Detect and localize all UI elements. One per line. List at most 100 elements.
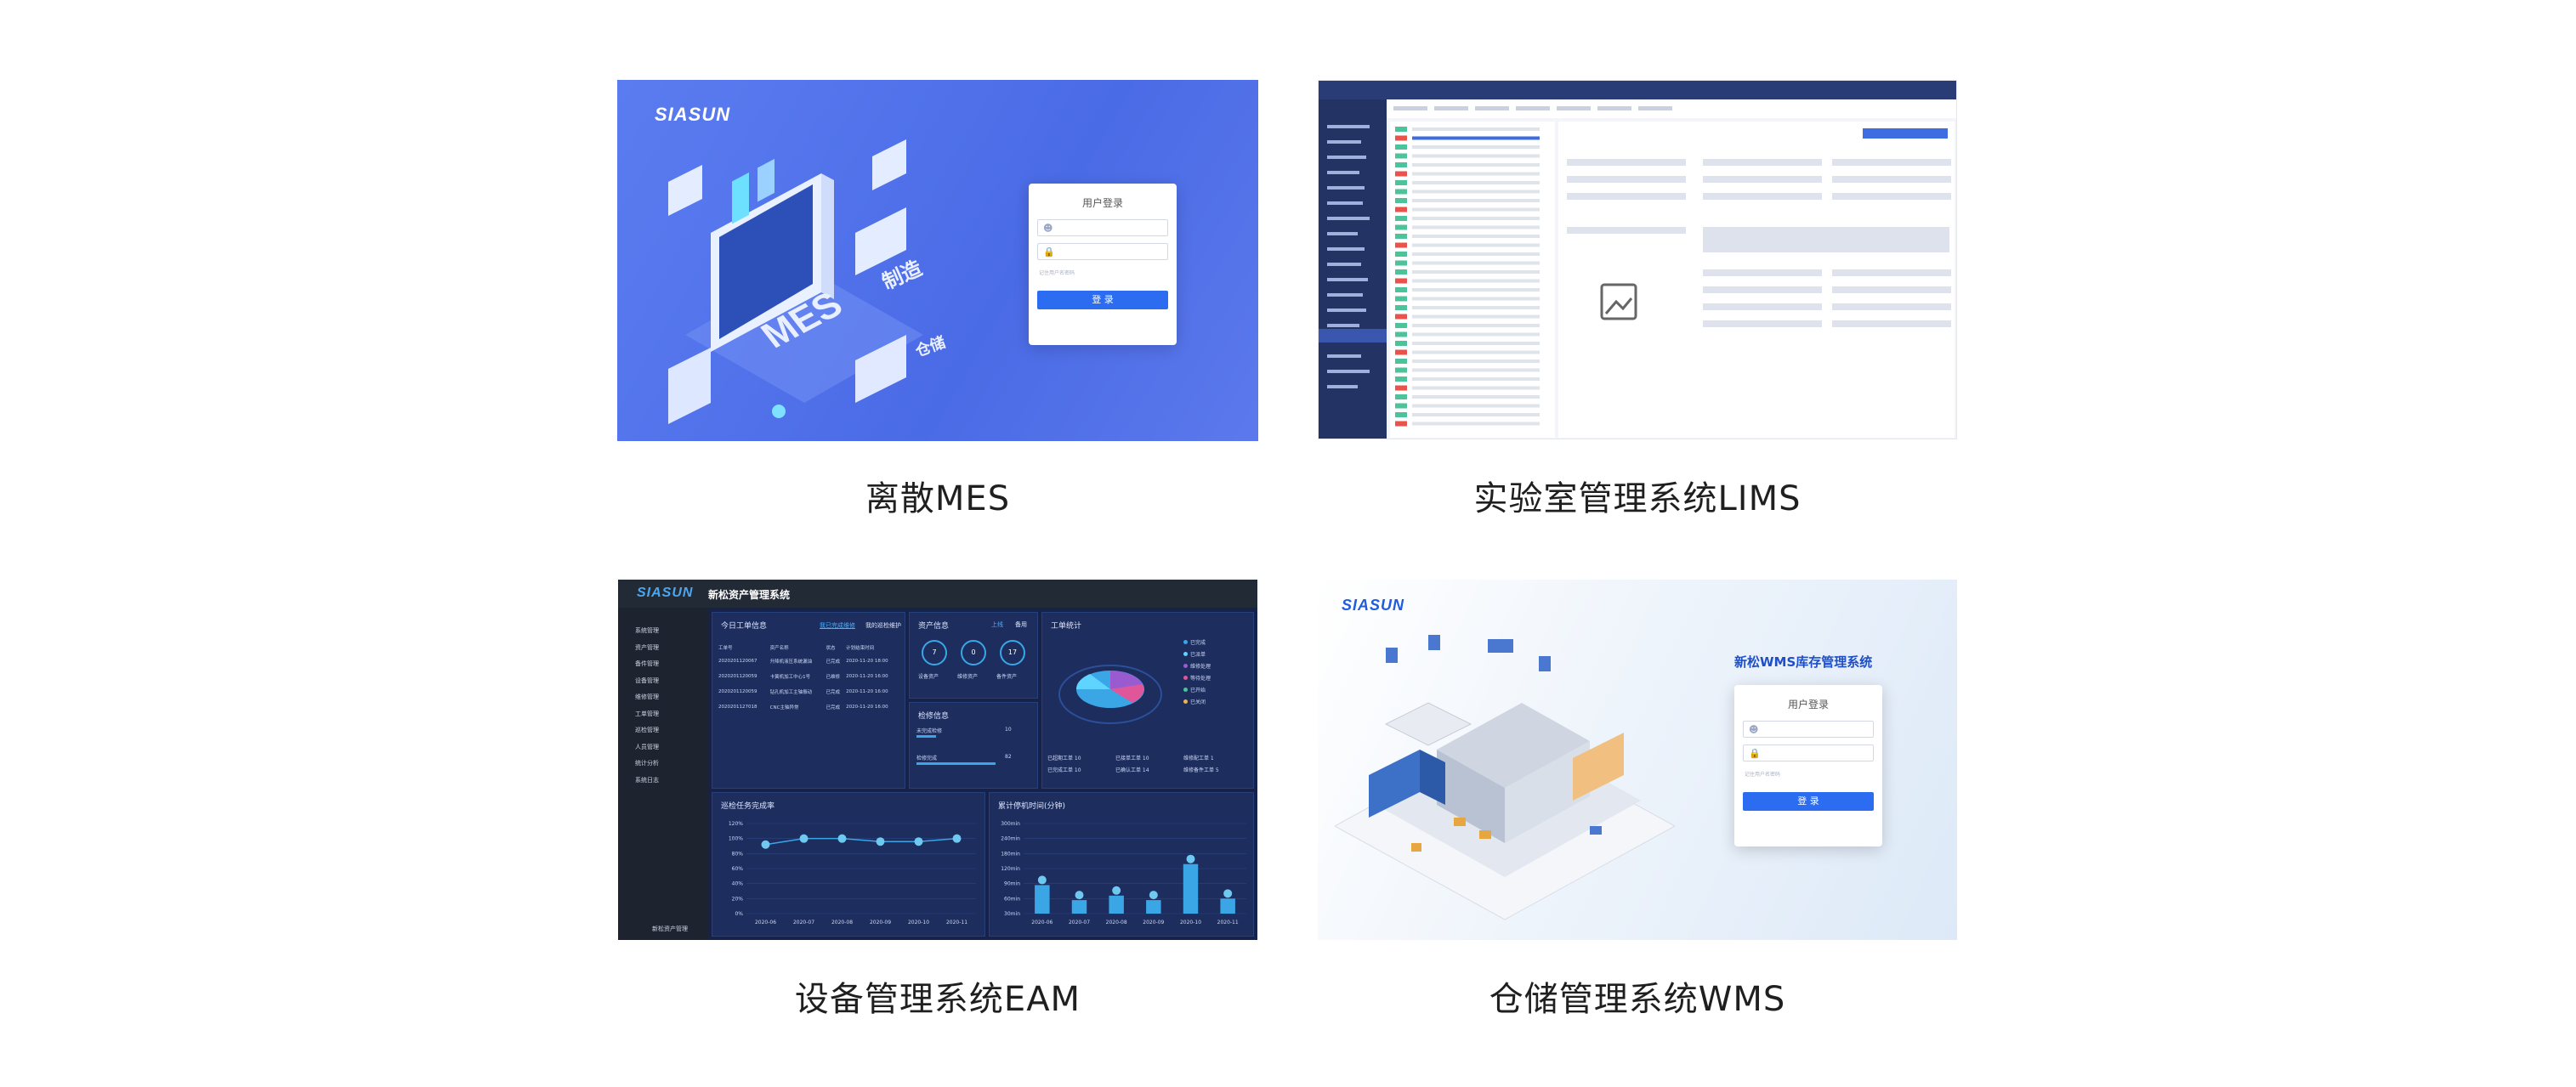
lims-thumbnail[interactable] [1318,80,1957,439]
tab-completed[interactable]: 我已完成维修 [820,622,855,629]
y-tick-label: 120min [1001,866,1020,872]
data-point[interactable] [914,837,923,846]
asset-gauge: 7 [922,640,947,665]
data-point[interactable] [952,834,962,843]
x-tick-label: 2020-08 [831,920,853,926]
legend-dot-icon [1183,699,1188,704]
sidebar-item[interactable]: 设备管理 [635,677,659,684]
work-count: 维修备件工单 5 [1183,767,1219,773]
x-tick-label: 2020-11 [946,920,967,926]
caption-wms[interactable]: 仓储管理系统WMS [1489,980,1786,1019]
bar[interactable] [1071,900,1087,914]
sidebar-item[interactable]: 统计分析 [635,760,659,767]
eam-header: SIASUN 新松资产管理系统 [618,580,1257,608]
data-point[interactable] [761,840,770,849]
sidebar-item[interactable]: 工单管理 [635,710,659,717]
username-input[interactable]: ☻ [1743,721,1874,738]
asset-tab-spare[interactable]: 备用 [1015,621,1027,628]
overhaul-bar [916,762,996,765]
table-header: 工单号 [718,646,733,651]
mes-thumbnail[interactable]: SIASUN MES 制造 仓储 用户登录 ☻ 🔒 记住用户名密码 登 录 [617,80,1258,441]
tab-inspection[interactable]: 我的巡检维护 [865,622,901,629]
bar-marker [1037,875,1047,885]
legend-label: 已关闭 [1190,699,1206,705]
caption-mes[interactable]: 离散MES [865,479,1011,518]
y-tick-label: 80% [732,851,744,857]
password-input[interactable]: 🔒 [1037,243,1168,260]
asset-tab-online[interactable]: 上线 [991,621,1003,628]
table-cell: CNC主轴异常 [769,705,799,711]
bar-marker [1075,891,1084,900]
bar[interactable] [1220,898,1235,914]
bar[interactable] [1035,885,1050,914]
table-cell: 已完成 [826,690,840,695]
lims-topbar [1319,81,1956,99]
sidebar-item[interactable]: 人员管理 [635,743,659,750]
inspection-title: 巡检任务完成率 [721,802,775,811]
table-cell: 已维修 [826,675,840,680]
sidebar-item[interactable]: 资产管理 [635,643,659,651]
remember-checkbox[interactable]: 记住用户名密码 [1745,772,1781,778]
x-tick-label: 2020-10 [908,920,929,926]
caption-eam[interactable]: 设备管理系统EAM [794,980,1081,1019]
bar[interactable] [1109,895,1124,914]
table-cell: 升降机液压系统漏油 [769,660,813,665]
y-tick-label: 180min [1001,851,1020,857]
table-header: 资产名称 [769,646,789,651]
repair-time-title: 累计停机时间(分钟) [998,802,1066,811]
sidebar-item[interactable]: 备件管理 [635,660,659,667]
login-button[interactable]: 登 录 [1037,291,1168,309]
overhaul-label: 未完成检修 [916,728,943,734]
wms-thumbnail[interactable]: SIASUN 新松WMS库存管理系统 用户登录 ☻ 🔒 记住用户名密码 登 录 [1318,580,1957,940]
series-line [765,837,957,846]
bar[interactable] [1183,863,1199,914]
sidebar-item[interactable]: 系统管理 [635,627,659,634]
asset-info-title: 资产信息 [918,622,950,631]
user-icon: ☻ [1043,223,1053,234]
siasun-logo: SIASUN [1342,597,1405,614]
data-point[interactable] [799,834,809,843]
table-cell: 卡簧机加工中心1号 [769,675,811,680]
table-cell: 2020201120067 [718,659,757,664]
eam-app-title: 新松资产管理系统 [708,589,791,601]
data-point[interactable] [876,837,885,846]
siasun-logo: SIASUN [655,104,731,125]
table-cell: 2020-11-20 16:00 [846,674,888,679]
legend-item: 维修处理 [1183,662,1211,670]
warehouse-illustration [1335,635,1675,920]
x-tick-label: 2020-09 [870,920,891,926]
data-point[interactable] [837,834,847,843]
asset-gauge: 0 [961,640,986,665]
legend-dot-icon [1183,676,1188,680]
username-input[interactable]: ☻ [1037,219,1168,236]
eam-thumbnail[interactable]: SIASUN 新松资产管理系统 系统管理资产管理备件管理设备管理维修管理工单管理… [618,580,1257,940]
login-title: 用户登录 [1081,197,1123,209]
x-tick-label: 2020-10 [1180,920,1201,926]
table-cell: 2020-11-20 16:00 [846,689,888,694]
overhaul-bar [916,735,936,738]
caption-lims[interactable]: 实验室管理系统LIMS [1473,479,1801,518]
lock-icon: 🔒 [1749,748,1761,759]
login-panel: 用户登录 ☻ 🔒 记住用户名密码 登 录 [1734,685,1882,846]
x-tick-label: 2020-11 [1217,920,1239,926]
legend-label: 已派单 [1190,652,1206,658]
bar[interactable] [1146,900,1161,914]
sidebar-item[interactable]: 系统日志 [635,776,659,784]
sidebar-item[interactable]: 巡检管理 [635,727,659,733]
login-button[interactable]: 登 录 [1743,792,1874,811]
x-tick-label: 2020-09 [1143,920,1164,926]
table-cell: 2020201127018 [718,705,757,710]
remember-checkbox[interactable]: 记住用户名密码 [1039,270,1075,276]
legend-label: 等待处理 [1190,676,1211,682]
password-input[interactable]: 🔒 [1743,744,1874,761]
sidebar-item[interactable]: 维修管理 [635,694,659,700]
